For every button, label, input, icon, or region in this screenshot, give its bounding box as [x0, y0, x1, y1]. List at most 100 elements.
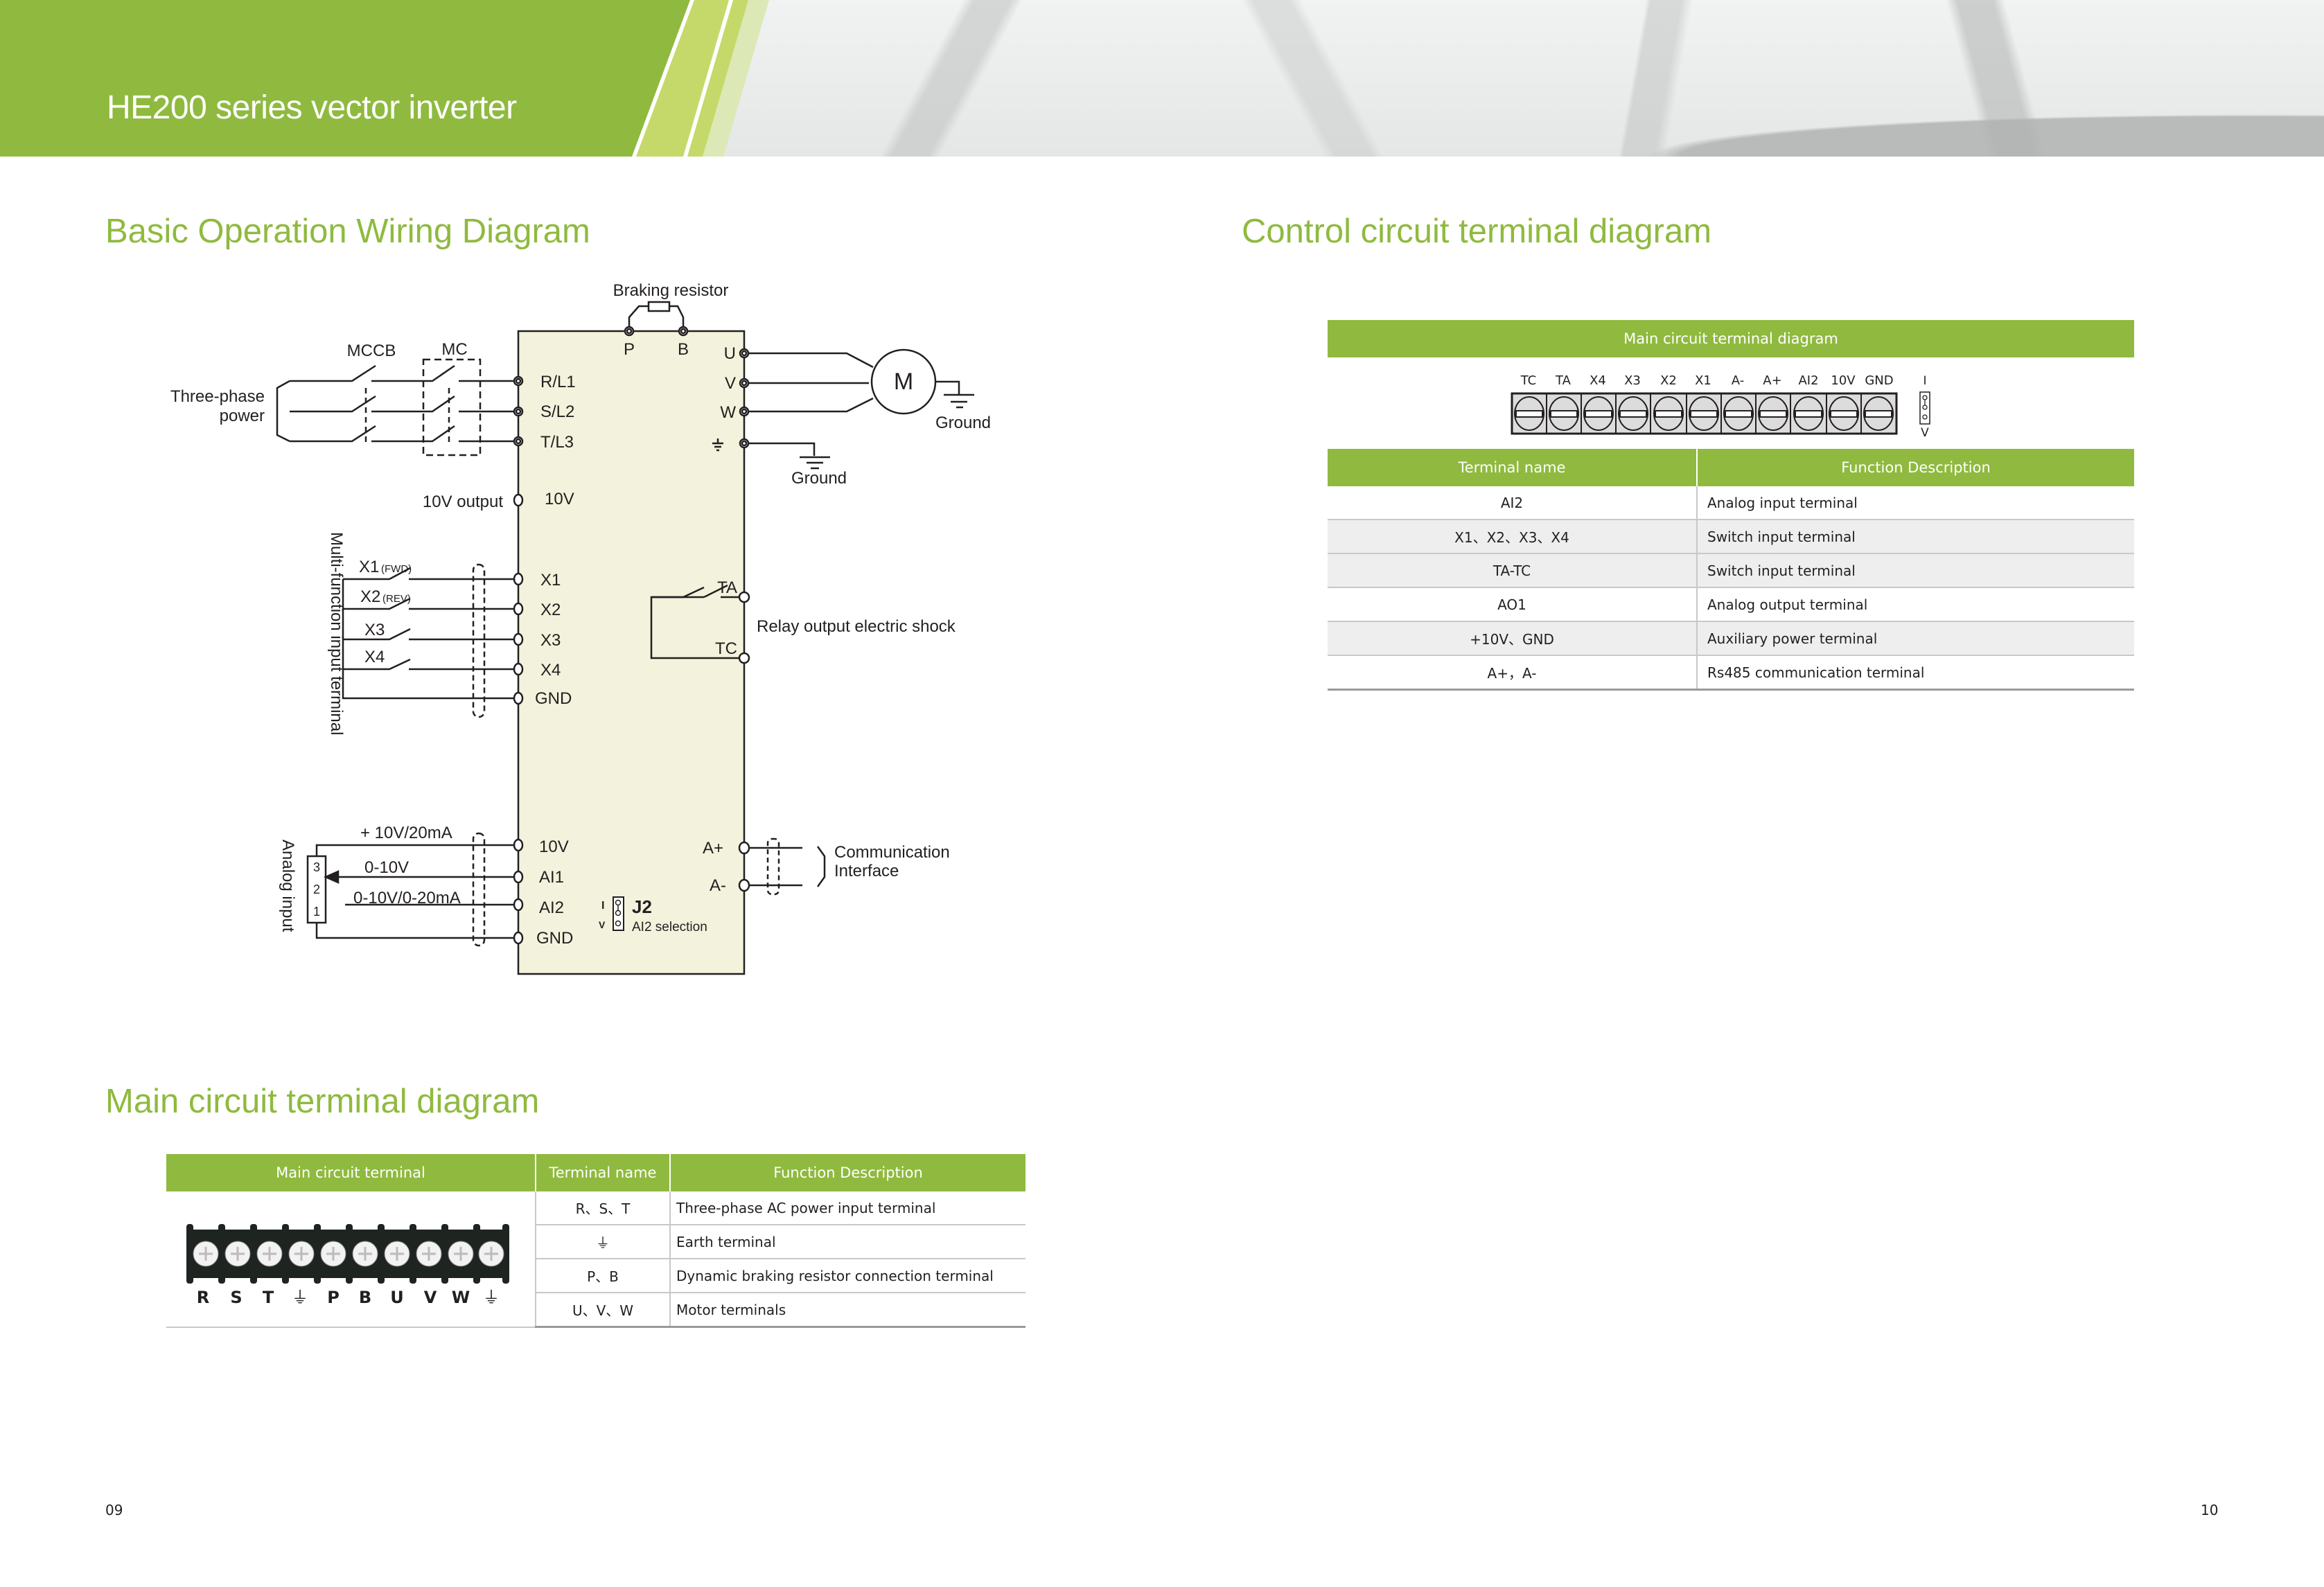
main-terminal-label: S [230, 1288, 242, 1307]
label-tc: TC [715, 639, 737, 658]
label-tl3: T/L3 [540, 433, 574, 452]
label-x4-in: X4 [364, 648, 385, 666]
header-function-description: Function Description [670, 1154, 1025, 1191]
label-motor: M [894, 369, 913, 395]
label-interface: Interface [834, 862, 899, 880]
terminal-name: ⏚ [536, 1225, 671, 1259]
label-p: P [624, 340, 635, 359]
table-row: R S T ⏚ P B U V W ⏚ R、S、T Three-phase AC… [166, 1191, 1025, 1328]
main-terminal-label: T [263, 1288, 274, 1307]
table-row: TA-TC Switch input terminal [1328, 553, 2134, 588]
label-x3: X3 [540, 631, 561, 650]
control-terminal-label: A- [1732, 373, 1744, 388]
page-number-right: 10 [2201, 1502, 2219, 1518]
label-three-phase: Three-phase [170, 387, 265, 406]
label-10v-output: 10V output [423, 493, 503, 511]
label-x4: X4 [540, 661, 561, 680]
function-description: Analog input terminal [1697, 486, 2134, 520]
table-row: AI2 Analog input terminal [1328, 486, 2134, 520]
label-a-minus: A- [710, 876, 726, 895]
main-terminal-label: ⏚ [292, 1288, 308, 1307]
main-terminal-label: V [424, 1288, 437, 1307]
table-row: ⏚ Earth terminal [166, 1225, 1025, 1259]
wiring-diagram: Braking resistor MCCB MC Three-phase pow… [170, 281, 991, 975]
label-analog-gnd: GND [536, 929, 573, 948]
function-description: Switch input terminal [1697, 553, 2134, 588]
label-pot-3: 3 [313, 860, 320, 874]
label-v: V [725, 374, 736, 393]
label-relay-output: Relay output electric shock [757, 617, 956, 636]
table-row: +10V、GND Auxiliary power terminal [1328, 621, 2134, 656]
main-terminal-label: W [452, 1288, 470, 1307]
page-header: HE200 series vector inverter [0, 0, 2324, 157]
header-terminal-name: Terminal name [1328, 449, 1698, 486]
control-terminal-label: GND [1865, 373, 1893, 388]
main-terminal-label: B [359, 1288, 371, 1307]
label-ai2-selection: AI2 selection [632, 920, 707, 934]
control-terminal-label: X4 [1590, 373, 1606, 388]
label-j2: J2 [632, 896, 652, 917]
label-fwd: (FWD) [381, 563, 412, 575]
label-analog-input: Analog input [279, 840, 297, 932]
terminal-name: A+，A- [1328, 655, 1698, 691]
table-row: U、V、W Motor terminals [166, 1293, 1025, 1328]
label-pot-1: 1 [313, 905, 320, 919]
label-sl2: S/L2 [540, 402, 574, 421]
label-0-10v-0-20ma: 0-10V/0-20mA [353, 889, 461, 907]
label-mccb: MCCB [347, 342, 396, 360]
label-rl1: R/L1 [540, 373, 576, 391]
terminal-name: AI2 [1328, 486, 1698, 520]
wiring-diagram-title: Basic Operation Wiring Diagram [105, 213, 590, 250]
function-description: Dynamic braking resistor connection term… [670, 1259, 1025, 1293]
label-pot-2: 2 [313, 883, 320, 896]
label-power: power [220, 407, 265, 425]
label-a-plus: A+ [703, 839, 723, 858]
terminal-name: X1、X2、X3、X4 [1328, 520, 1698, 554]
jumper-label-i: I [1923, 374, 1926, 388]
label-x1: X1 [540, 571, 561, 589]
label-u: U [724, 344, 736, 363]
control-terminal-table: Terminal name Function Description AI2 A… [1328, 449, 2134, 691]
function-description: Analog output terminal [1697, 587, 2134, 622]
table-row: P、B Dynamic braking resistor connection … [166, 1259, 1025, 1293]
header-main-circuit-terminal: Main circuit terminal [166, 1154, 536, 1191]
terminal-name: +10V、GND [1328, 621, 1698, 656]
function-description: Auxiliary power terminal [1697, 621, 2134, 656]
control-terminal-label: TC [1520, 373, 1537, 388]
header-terminal-name: Terminal name [536, 1154, 671, 1191]
terminal-name: R、S、T [536, 1191, 671, 1225]
label-rev: (REV) [382, 593, 411, 605]
function-description: Rs485 communication terminal [1697, 655, 2134, 691]
label-w: W [720, 403, 736, 422]
main-terminal-block-icon: R S T ⏚ P B U V W ⏚ [186, 1224, 509, 1307]
terminal-name: U、V、W [536, 1293, 671, 1328]
control-terminal-label: 10V [1831, 373, 1856, 388]
function-description: Earth terminal [670, 1225, 1025, 1259]
terminal-block-image: R S T ⏚ P B U V W ⏚ [166, 1191, 536, 1328]
label-j2-v: V [599, 919, 606, 930]
label-gnd: GND [535, 689, 572, 708]
inverter-body [517, 330, 746, 975]
document-title: HE200 series vector inverter [107, 89, 517, 126]
control-terminal-title: Control circuit terminal diagram [1242, 213, 1712, 250]
control-diagram-bar: Main circuit terminal diagram [1328, 320, 2134, 357]
function-description: Three-phase AC power input terminal [670, 1191, 1025, 1225]
page-number-left: 09 [105, 1502, 123, 1518]
label-ta: TA [717, 578, 737, 597]
header-green-band [0, 0, 769, 157]
label-x2: X2 [540, 601, 561, 619]
terminal-name: TA-TC [1328, 553, 1698, 588]
label-communication: Communication [834, 843, 950, 862]
main-terminal-label: U [390, 1288, 404, 1307]
function-description: Motor terminals [670, 1293, 1025, 1328]
main-terminal-label: P [327, 1288, 340, 1307]
control-terminal-label: X3 [1624, 373, 1641, 388]
label-10v: 10V [545, 490, 574, 508]
label-x1-in: X1 [359, 558, 379, 576]
label-10v-20ma: + 10V/20mA [360, 824, 452, 842]
main-circuit-title: Main circuit terminal diagram [105, 1083, 540, 1120]
label-ground-motor: Ground [935, 414, 991, 432]
control-terminal-label: AI2 [1798, 373, 1818, 388]
label-mc: MC [441, 340, 467, 359]
table-row: AO1 Analog output terminal [1328, 587, 2134, 622]
